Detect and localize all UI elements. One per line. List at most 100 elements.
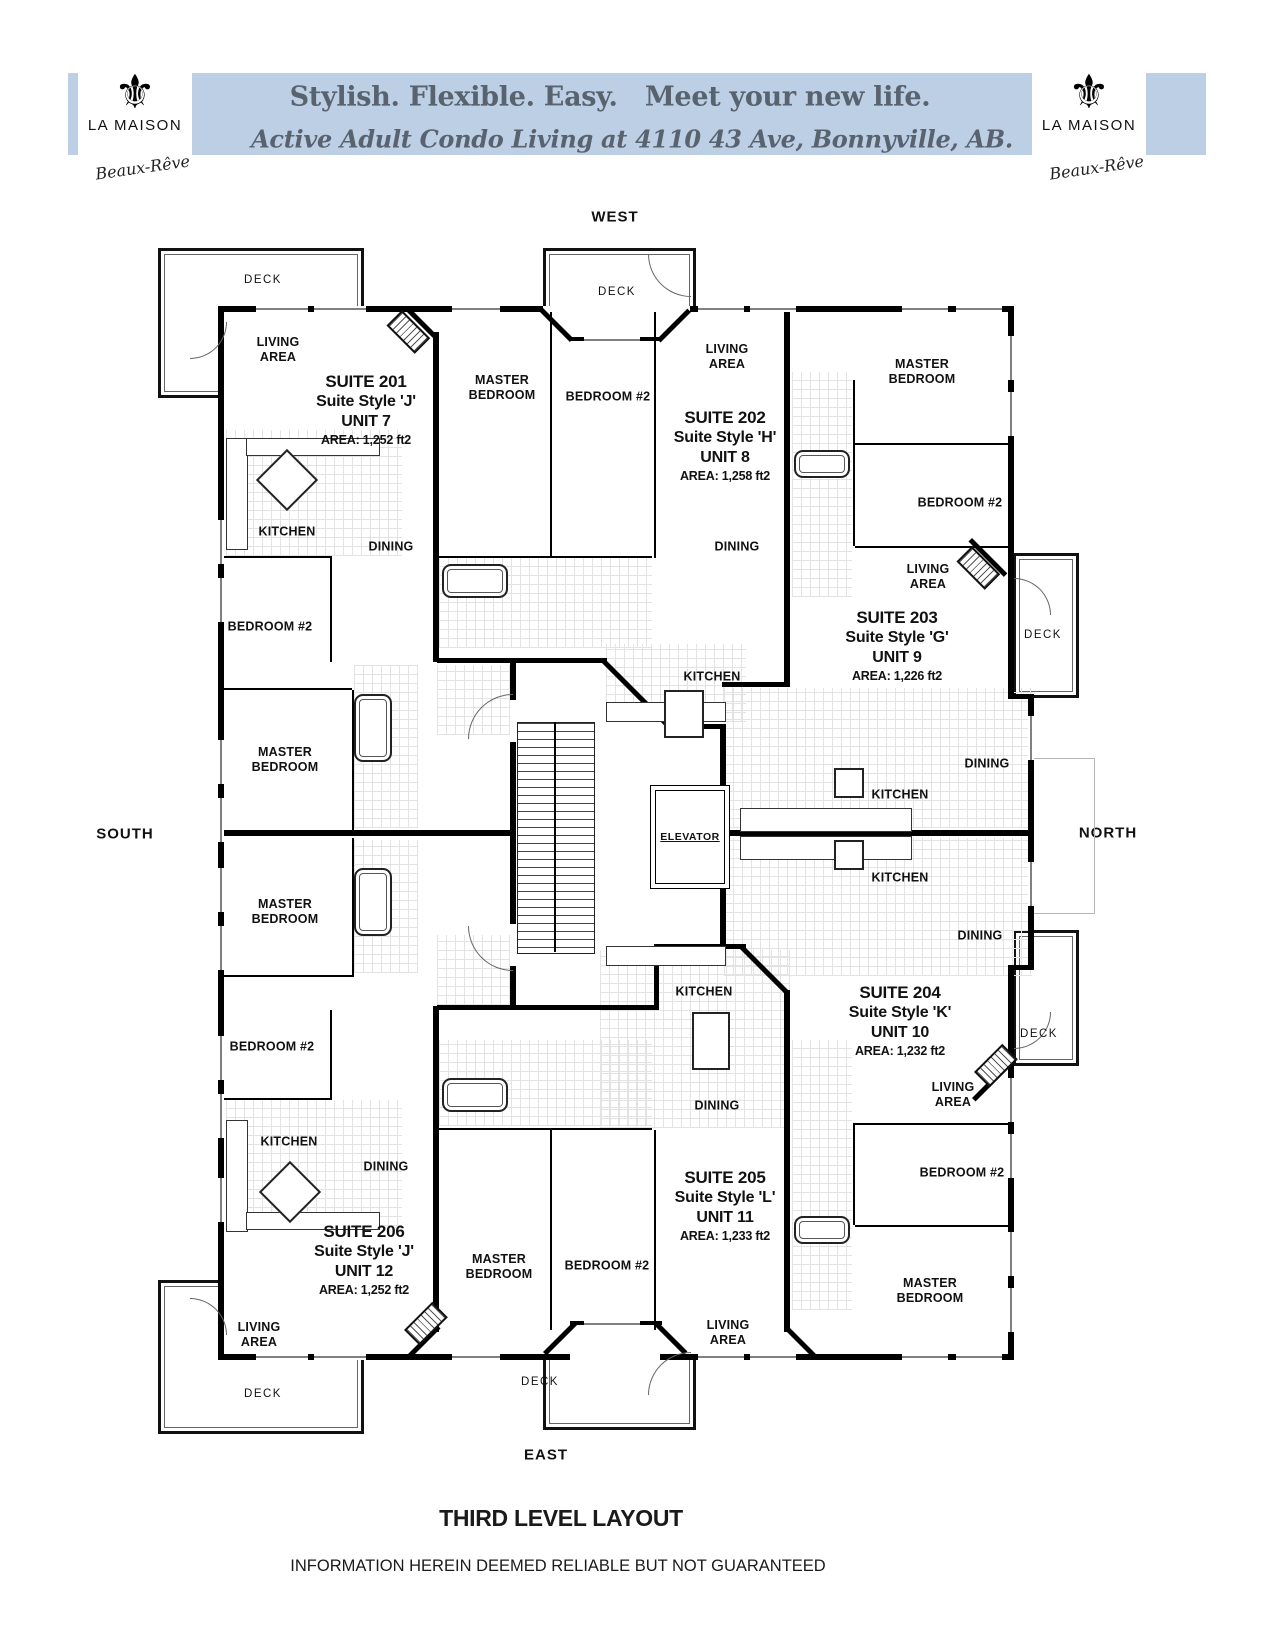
kitchen-island: [692, 1012, 730, 1070]
roof-outline: [1033, 758, 1095, 914]
window: [698, 306, 744, 312]
room-label-kitchen-204: KITCHEN: [871, 870, 929, 885]
room-label-living-202: LIVING AREA: [705, 341, 749, 371]
interior-wall: [437, 1128, 652, 1130]
header-tagline: Stylish. Flexible. Easy. Meet your new l…: [289, 81, 931, 113]
compass-east: EAST: [523, 1446, 569, 1464]
window: [452, 306, 500, 312]
suite-202-info: SUITE 202 Suite Style 'H' UNIT 8 AREA: 1…: [674, 408, 777, 485]
room-label-bedroom2-204: BEDROOM #2: [919, 1165, 1005, 1180]
interior-wall: [330, 1010, 332, 1100]
room-label-dining-204: DINING: [957, 928, 1003, 943]
wall-divider-201-202: [433, 332, 439, 662]
wall: [224, 830, 515, 836]
interior-wall: [352, 690, 354, 830]
interior-wall: [550, 1130, 552, 1330]
window: [218, 1094, 224, 1138]
bathtub: [354, 694, 392, 762]
suite-unit: UNIT 7: [341, 413, 391, 430]
deck-label: DECK: [244, 1388, 282, 1400]
header-banner: [68, 73, 1206, 155]
window: [218, 926, 224, 970]
wall: [218, 306, 543, 312]
suite-style: Suite Style 'G': [845, 629, 949, 646]
room-label-kitchen-203: KITCHEN: [871, 787, 929, 802]
room-label-dining-203: DINING: [964, 756, 1010, 771]
suite-number: SUITE 204: [859, 983, 941, 1002]
interior-wall: [224, 556, 332, 558]
suite-area: AREA: 1,233 ft2: [679, 1229, 771, 1243]
window: [256, 306, 308, 312]
kitchen-counter: [740, 836, 912, 860]
logo-name: LA MAISON: [1041, 117, 1137, 134]
room-label-master-202: MASTER BEDROOM: [468, 372, 536, 402]
tile-bath-203: [792, 372, 852, 597]
interior-wall: [224, 1098, 332, 1100]
suite-style: Suite Style 'K': [848, 1004, 952, 1021]
wall: [1008, 694, 1034, 699]
suite-204-info: SUITE 204 Suite Style 'K' UNIT 10 AREA: …: [848, 983, 952, 1060]
room-label-kitchen-202: KITCHEN: [683, 669, 741, 684]
interior-wall: [855, 1225, 1010, 1227]
room-label-bedroom2-203: BEDROOM #2: [917, 495, 1003, 510]
elevator: ELEVATOR: [650, 785, 730, 889]
room-label-master-203: MASTER BEDROOM: [888, 356, 956, 386]
suite-area: AREA: 1,252 ft2: [318, 1283, 410, 1297]
room-label-bedroom2-205: BEDROOM #2: [564, 1258, 650, 1273]
room-label-master-204: MASTER BEDROOM: [896, 1275, 964, 1305]
logo-name: LA MAISON: [87, 117, 183, 134]
room-label-kitchen-201: KITCHEN: [258, 524, 316, 539]
window: [956, 1354, 1002, 1360]
suite-style: Suite Style 'L': [674, 1189, 776, 1206]
wall-core: [722, 682, 790, 687]
interior-wall: [855, 443, 1010, 445]
interior-wall: [855, 1123, 1010, 1125]
interior-wall: [224, 688, 352, 690]
interior-wall: [654, 312, 656, 558]
window: [1028, 716, 1034, 760]
disclaimer: INFORMATION HEREIN DEEMED RELIABLE BUT N…: [290, 1557, 826, 1575]
interior-wall: [855, 546, 1010, 548]
room-label-dining-205: DINING: [694, 1098, 740, 1113]
window: [452, 1354, 500, 1360]
kitchen-counter: [246, 1212, 380, 1230]
wall-divider-202-203: [784, 306, 790, 686]
window: [218, 1036, 224, 1080]
wall-core: [654, 946, 659, 1010]
bathtub: [794, 1216, 850, 1244]
interior-wall: [330, 556, 332, 662]
wall: [660, 1354, 1014, 1360]
bathtub: [442, 1078, 508, 1112]
room-label-living-206: LIVING AREA: [237, 1319, 281, 1349]
stairwell: [517, 722, 595, 954]
window: [1008, 1288, 1014, 1332]
suite-area: AREA: 1,252 ft2: [320, 433, 412, 447]
window: [1008, 1232, 1014, 1276]
compass-north: NORTH: [1078, 824, 1138, 842]
suite-number: SUITE 205: [684, 1168, 766, 1187]
window: [956, 306, 1002, 312]
room-label-dining-201: DINING: [368, 539, 414, 554]
wall: [690, 306, 1014, 312]
interior-wall: [853, 380, 855, 546]
kitchen-island: [664, 690, 704, 738]
fleur-de-lis-icon: ⚜: [1067, 65, 1111, 118]
window: [218, 798, 224, 842]
interior-wall: [550, 312, 552, 558]
wall-core: [510, 658, 516, 1010]
compass-south: SOUTH: [96, 825, 154, 843]
suite-unit: UNIT 10: [870, 1024, 930, 1041]
window-bay: [584, 337, 640, 341]
room-label-kitchen-205: KITCHEN: [675, 984, 733, 999]
window: [218, 520, 224, 564]
window: [1028, 862, 1034, 906]
suite-number: SUITE 206: [323, 1222, 405, 1241]
bathtub: [794, 450, 850, 478]
suite-unit: UNIT 12: [334, 1263, 394, 1280]
window: [218, 868, 224, 912]
window: [314, 306, 366, 312]
kitchen-counter: [226, 1120, 248, 1232]
deck-suite-203: [1013, 553, 1079, 698]
suite-number: SUITE 203: [856, 608, 938, 627]
header-subtitle: Active Adult Condo Living at 4110 43 Ave…: [251, 124, 1013, 154]
